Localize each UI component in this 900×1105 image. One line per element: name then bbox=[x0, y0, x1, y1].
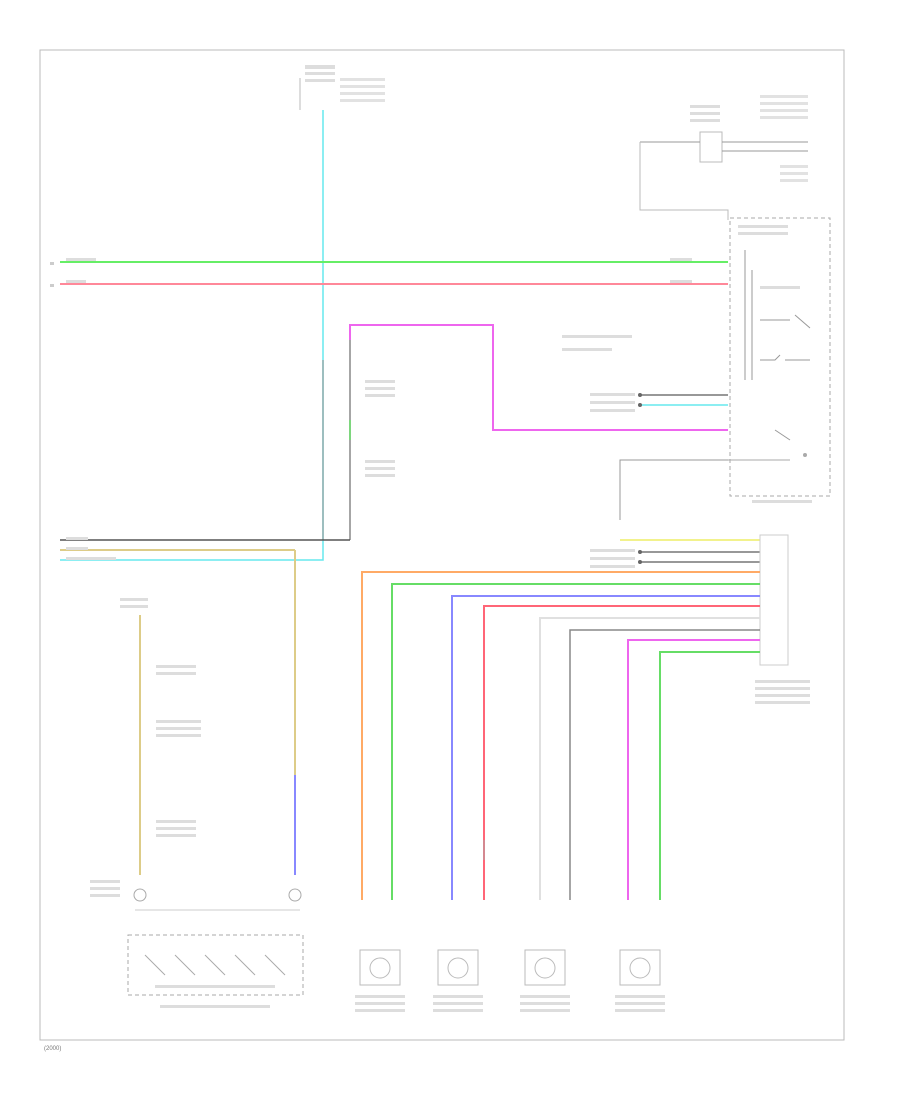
ground-points bbox=[90, 880, 302, 911]
diagram-frame bbox=[39, 49, 845, 1041]
cruise-control-switch bbox=[127, 934, 304, 1008]
wire-ltblue-vertical bbox=[60, 110, 324, 561]
right-connector-column bbox=[590, 534, 810, 704]
top-right-connector bbox=[639, 95, 808, 220]
central-junction-chain bbox=[60, 340, 395, 541]
wire-magenta bbox=[349, 324, 728, 431]
footer-code: (2000) bbox=[44, 1046, 61, 1052]
left-wire-bundle bbox=[60, 537, 296, 875]
combination-meter bbox=[729, 217, 831, 503]
left-sensor-chain bbox=[120, 598, 201, 875]
top-junction-connector bbox=[299, 65, 385, 110]
wheel-speed-sensors bbox=[355, 949, 665, 1012]
meter-pin-wires bbox=[562, 335, 790, 520]
wire-label-blocks bbox=[50, 258, 692, 287]
sensor-wires bbox=[361, 571, 760, 900]
